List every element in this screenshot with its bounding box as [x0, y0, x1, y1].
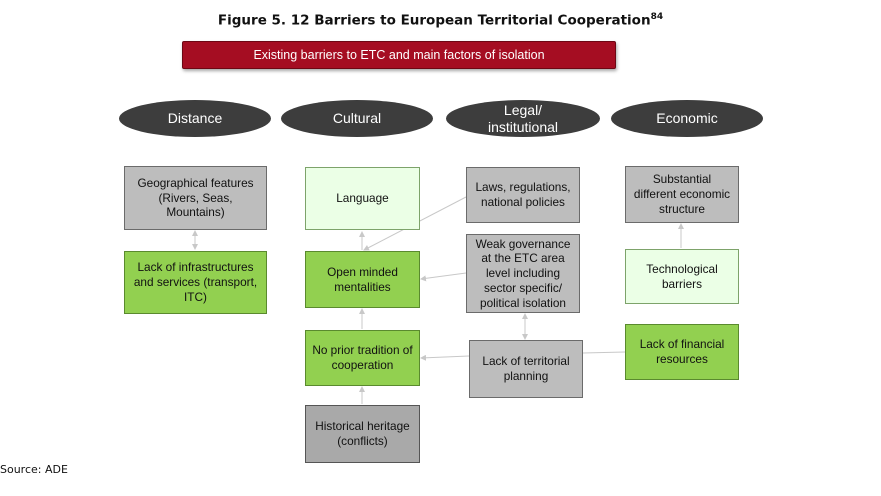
- box-no-prior-tradition: No prior tradition of cooperation: [305, 330, 420, 386]
- banner: Existing barriers to ETC and main factor…: [182, 41, 616, 69]
- figure-title-text: Figure 5. 12 Barriers to European Territ…: [217, 12, 651, 29]
- connector-governance-open: [420, 272, 467, 282]
- box-historical-heritage: Historical heritage (conflicts): [305, 405, 420, 463]
- figure-title: Figure 5. 12 Barriers to European Territ…: [0, 12, 881, 29]
- box-geographical-features: Geographical features (Rivers, Seas, Mou…: [124, 166, 267, 230]
- connector-financial-planning: [582, 351, 626, 354]
- category-cultural: Cultural: [281, 100, 433, 137]
- box-technological-barriers: Technological barriers: [625, 249, 739, 304]
- box-laws-regulations: Laws, regulations, national policies: [466, 167, 580, 223]
- box-language: Language: [305, 167, 420, 230]
- box-open-minded-mentalities: Open minded mentalities: [305, 251, 420, 308]
- category-legal-institutional: Legal/ institutional: [446, 100, 600, 137]
- box-lack-infrastructures: Lack of infrastructures and services (tr…: [124, 251, 267, 314]
- connector-planning-tradition: [420, 354, 470, 361]
- category-economic: Economic: [611, 100, 763, 137]
- title-footnote: 84: [650, 12, 664, 22]
- box-weak-governance: Weak governance at the ETC area level in…: [466, 234, 580, 313]
- source-note: Source: ADE: [0, 463, 68, 476]
- box-lack-territorial-planning: Lack of territorial planning: [469, 340, 583, 398]
- box-lack-financial-resources: Lack of financial resources: [625, 324, 739, 380]
- category-distance: Distance: [119, 100, 271, 137]
- box-economic-structure: Substantial different economic structure: [625, 166, 739, 223]
